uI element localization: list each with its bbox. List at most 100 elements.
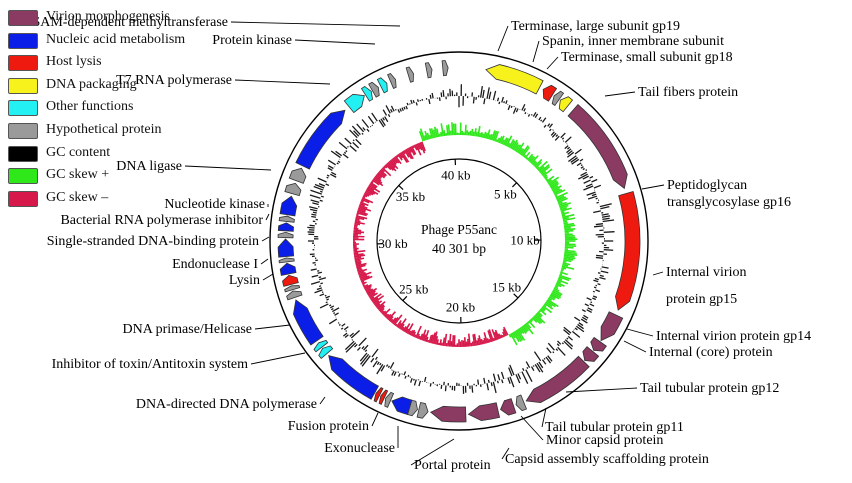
gc-skew-bar <box>476 340 479 346</box>
gc-skew-bar <box>554 189 566 196</box>
gc-skew-bar <box>492 130 498 141</box>
gc-skew-bar <box>436 339 439 345</box>
gc-skew-bar <box>419 142 426 154</box>
gc-skew-bar <box>381 167 392 177</box>
gc-skew-bar <box>463 337 467 347</box>
gc-content-bar <box>525 361 531 368</box>
legend-label: GC skew + <box>46 167 110 183</box>
gene-label: Portal protein <box>414 458 491 473</box>
gc-skew-bar <box>553 188 563 195</box>
gc-skew-bar <box>560 271 568 276</box>
gc-content-bar <box>366 128 370 132</box>
gc-skew-bar <box>519 148 525 155</box>
gc-skew-bar <box>556 281 565 287</box>
gc-skew-bar <box>518 328 523 335</box>
gc-skew-bar <box>387 311 396 321</box>
legend-swatch <box>8 190 38 207</box>
gene-label: Tail tubular protein gp12 <box>640 381 779 396</box>
gc-content-bar <box>509 376 515 388</box>
gc-content-bar <box>551 132 557 138</box>
gc-skew-bar <box>477 338 481 346</box>
gene-arrow-hypothetical-protein <box>515 394 528 412</box>
gc-content-bar <box>566 337 569 340</box>
gc-skew-bar <box>421 141 426 152</box>
legend-swatch <box>8 55 38 72</box>
gc-skew-bar <box>363 284 372 290</box>
gc-content-bar <box>380 118 386 126</box>
gc-content-bar <box>497 374 501 381</box>
gc-content-bar <box>391 370 395 376</box>
gc-skew-bar <box>375 174 382 180</box>
gc-content-bar <box>393 371 397 376</box>
gc-skew-bar <box>529 156 536 163</box>
gc-skew-bar <box>563 257 574 261</box>
gc-content-bar <box>600 270 609 274</box>
gc-content-bar <box>567 335 573 341</box>
gc-skew-bar <box>563 256 576 260</box>
gc-content-bar <box>403 371 407 376</box>
gc-skew-bar <box>364 191 372 196</box>
gc-skew-bar <box>555 283 562 288</box>
gc-skew-bar <box>376 301 386 309</box>
gc-skew-bar <box>559 204 569 210</box>
gc-content-bar <box>512 107 517 114</box>
gc-content-bar <box>479 86 483 98</box>
gc-skew-bar <box>354 257 365 261</box>
gc-content-bar <box>582 175 589 180</box>
gc-skew-bar <box>358 271 372 278</box>
gc-skew-bar <box>381 310 387 315</box>
gc-skew-bar <box>542 168 553 177</box>
gc-content-bar <box>367 115 375 125</box>
gc-skew-bar <box>486 338 490 343</box>
gc-skew-bar <box>434 335 439 345</box>
gc-skew-bar <box>385 163 392 171</box>
gc-skew-bar <box>357 270 365 275</box>
gc-content-bar <box>580 166 584 169</box>
gc-content-bar <box>311 274 319 278</box>
gc-content-bar <box>510 105 513 108</box>
gc-content-bar <box>501 379 504 384</box>
gc-content-bar <box>597 283 601 286</box>
scale-circle <box>376 158 542 324</box>
gc-content-bar <box>547 342 555 351</box>
gene-arrow-hypothetical-protein <box>387 72 397 89</box>
gc-content-bar <box>319 190 323 193</box>
gc-skew-bar <box>560 211 565 214</box>
gc-skew-bar <box>514 330 522 342</box>
gc-skew-bar <box>416 333 421 339</box>
gc-skew-bar <box>526 321 530 325</box>
gc-skew-bar <box>365 287 372 292</box>
gene-label: Nucleotide kinase <box>164 197 265 212</box>
gc-skew-bar <box>391 158 397 165</box>
gc-content-bar <box>384 116 389 123</box>
gc-skew-bar <box>353 235 365 238</box>
gene-arrow-other-functions <box>318 345 334 359</box>
scale-tick-label: 35 kb <box>396 189 425 204</box>
gc-content-bar <box>413 379 417 386</box>
gene-arrow-dna-packaging <box>558 96 574 113</box>
gc-skew-bar <box>353 232 362 235</box>
gc-content-bar <box>317 177 327 183</box>
gc-skew-bar <box>394 155 402 165</box>
gc-skew-bar <box>369 292 378 299</box>
gc-skew-bar <box>430 128 435 139</box>
gc-content-bar <box>369 125 372 128</box>
gc-skew-bar <box>554 286 559 290</box>
gc-content-bar <box>363 344 369 351</box>
gc-content-bar <box>585 183 593 188</box>
gc-content-bar <box>568 155 577 163</box>
gc-skew-bar <box>483 337 487 344</box>
gc-skew-bar <box>419 128 426 141</box>
legend-label: GC skew – <box>46 189 109 205</box>
gc-skew-bar <box>356 212 367 217</box>
gc-content-bar <box>379 362 382 366</box>
legend-swatch <box>8 32 38 49</box>
gc-skew-bar <box>545 301 553 308</box>
gc-skew-bar <box>483 332 488 344</box>
gc-content-bar <box>601 215 611 218</box>
gc-content-bar <box>593 279 599 283</box>
gc-content-bar <box>404 375 407 379</box>
gc-skew-bar <box>498 136 503 144</box>
gc-skew-bar <box>363 192 370 197</box>
